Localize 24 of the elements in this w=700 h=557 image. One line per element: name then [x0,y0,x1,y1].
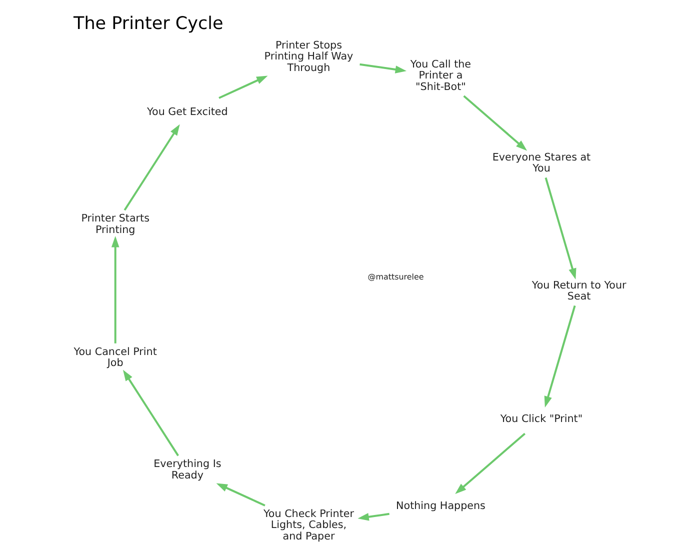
node-text: You Call the Printer a "Shit-Bot" [410,58,472,93]
arrow [111,236,120,344]
node-text: You Click "Print" [500,412,583,425]
node-text: Nothing Happens [396,500,486,512]
node-text: You Return to Your Seat [532,279,626,303]
node-text: You Get Excited [147,106,228,118]
arrow [122,370,179,456]
arrow [455,432,526,494]
arrow [360,63,407,74]
arrow [124,124,180,211]
label: @mattsurelee [368,272,424,282]
arrow [544,177,576,280]
node-text: Printer Starts Printing [81,212,150,236]
node-text: You Check Printer Lights, Cables, and Paper [263,508,354,542]
arrow [544,305,576,408]
arrow [463,95,528,151]
node-text: Printer Stops Printing Half Way Through [264,40,354,74]
node-text: You Cancel Print Job [74,346,157,370]
node-text: Everything Is Ready [154,458,222,482]
node-text: Everyone Stares at You [492,151,591,175]
arrow [358,512,390,521]
arrow [216,483,266,506]
diagram-title: The Printer Cycle [74,14,224,34]
arrow [218,76,268,99]
